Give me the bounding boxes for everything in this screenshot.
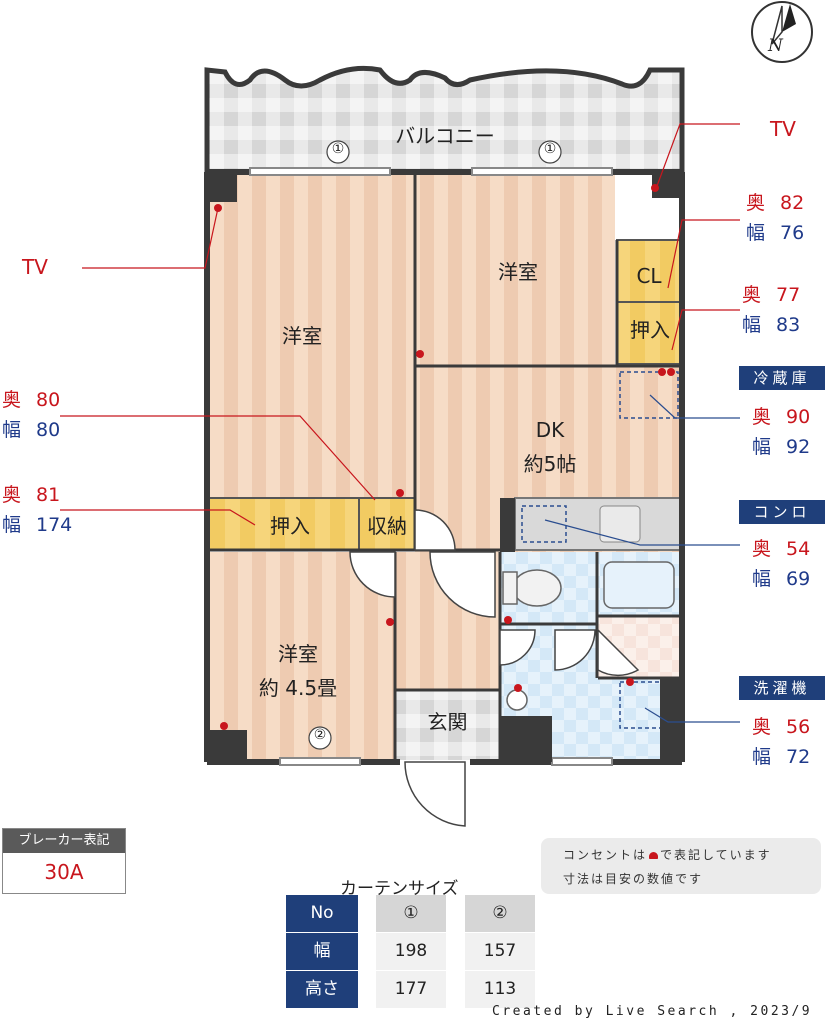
notes-line1-b: で表記しています <box>660 848 772 862</box>
curtain-row-height-1: 177 <box>376 971 446 1008</box>
stove-placement <box>521 505 567 543</box>
oshiire-upper-label: 押入 <box>630 318 670 342</box>
notes-line2: 寸法は目安の数値です <box>563 872 704 886</box>
west-room-floor <box>207 172 415 498</box>
window-mark-1b: ① <box>543 141 557 157</box>
bathtub-fixture <box>603 561 675 609</box>
outlet-marker-icon <box>649 852 659 859</box>
breaker-value: 30A <box>44 860 84 884</box>
south-room-floor <box>207 552 395 760</box>
east-room-floor <box>415 172 615 366</box>
oshiire-upper-floor <box>616 301 681 365</box>
entrance-floor <box>395 690 500 760</box>
balcony-label: バルコニー <box>395 124 495 148</box>
interior-walls <box>207 172 682 760</box>
curtain-row-width-1: 198 <box>376 933 446 970</box>
entrance-label: 玄関 <box>427 710 468 734</box>
window-mark-2: ② <box>313 727 327 743</box>
breaker-label: ブレーカー表記 <box>3 829 125 853</box>
curtain-row-height-label: 高さ <box>286 971 358 1008</box>
columns <box>207 172 682 762</box>
kitchen-counter <box>514 497 681 551</box>
west-room-label: 洋室 <box>282 324 322 348</box>
dk-size-label: 約5帖 <box>523 452 577 476</box>
breaker-box: ブレーカー表記 30A <box>2 828 126 894</box>
east-room-label: 洋室 <box>498 260 538 284</box>
window-mark-1a: ① <box>331 141 345 157</box>
tv-label-left: TV <box>22 255 48 279</box>
fridge-tag: 冷蔵庫 <box>739 366 825 390</box>
curtain-row-width-2: 157 <box>465 933 535 970</box>
storage-label: 収納 <box>367 514 407 538</box>
curtain-header-1: ① <box>376 895 446 932</box>
closet-cl-label: CL <box>636 264 662 288</box>
washbasin-fixture <box>506 689 528 711</box>
tv-label-right: TV <box>770 117 796 141</box>
curtain-row-width-label: 幅 <box>286 933 358 970</box>
south-room-size-label: 約 4.5畳 <box>258 676 338 700</box>
compass-letter: N <box>768 36 783 56</box>
dk-label: DK <box>535 418 565 442</box>
fridge-placement <box>619 371 679 419</box>
curtain-title: カーテンサイズ <box>340 879 459 899</box>
notes-line1-a: コンセントは <box>563 848 648 862</box>
curtain-row-height-2: 113 <box>465 971 535 1008</box>
stove-tag: コンロ <box>739 500 825 524</box>
credit-text: Created by Live Search , 2023/9 <box>492 1004 813 1019</box>
oshiire-lower-label: 押入 <box>270 514 310 538</box>
balcony <box>204 65 685 175</box>
curtain-header-2: ② <box>465 895 535 932</box>
leader-lines <box>60 123 740 723</box>
toilet-fixture <box>512 569 562 607</box>
windows <box>249 167 613 766</box>
washer-tag: 洗濯機 <box>739 676 825 700</box>
curtain-header-no: No <box>286 895 358 932</box>
south-room-label: 洋室 <box>278 642 318 666</box>
notes-box: コンセントはで表記しています 寸法は目安の数値です <box>541 838 821 894</box>
compass <box>751 1 813 63</box>
outlet-markers <box>214 184 675 730</box>
doors <box>349 509 640 827</box>
